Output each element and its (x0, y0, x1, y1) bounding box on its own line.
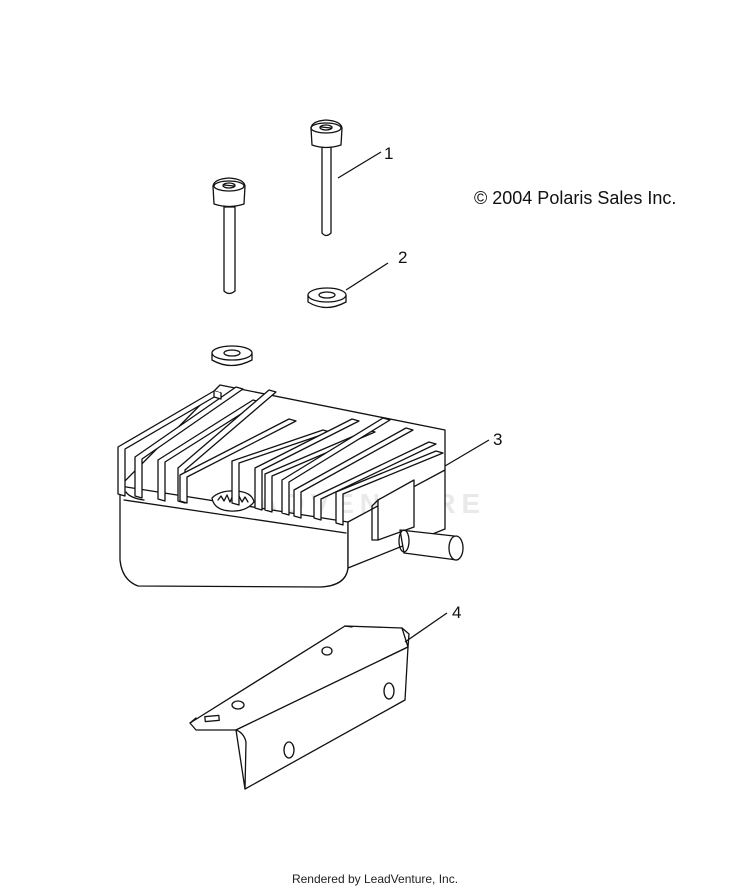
regulator-heatsink (117, 384, 464, 588)
bolt-left (212, 177, 246, 295)
washer-right (307, 287, 347, 309)
callout-4-label: 4 (452, 603, 461, 622)
bolt-right (310, 119, 343, 237)
terminal-pin (398, 529, 464, 561)
callout-3: 3 (444, 430, 502, 467)
callout-1-label: 1 (384, 144, 393, 163)
washer-left (211, 345, 253, 367)
mounting-bracket (189, 625, 410, 790)
mounting-block (371, 479, 415, 541)
callout-2: 2 (345, 248, 407, 291)
callout-3-label: 3 (493, 430, 502, 449)
callout-2-label: 2 (398, 248, 407, 267)
callout-4: 4 (404, 603, 461, 643)
rendered-by-footer: Rendered by LeadVenture, Inc. (291, 872, 459, 886)
fins-left (117, 386, 297, 504)
fins-right (231, 417, 444, 526)
copyright-notice: © 2004 Polaris Sales Inc. (474, 188, 677, 208)
callout-1: 1 (337, 144, 393, 179)
